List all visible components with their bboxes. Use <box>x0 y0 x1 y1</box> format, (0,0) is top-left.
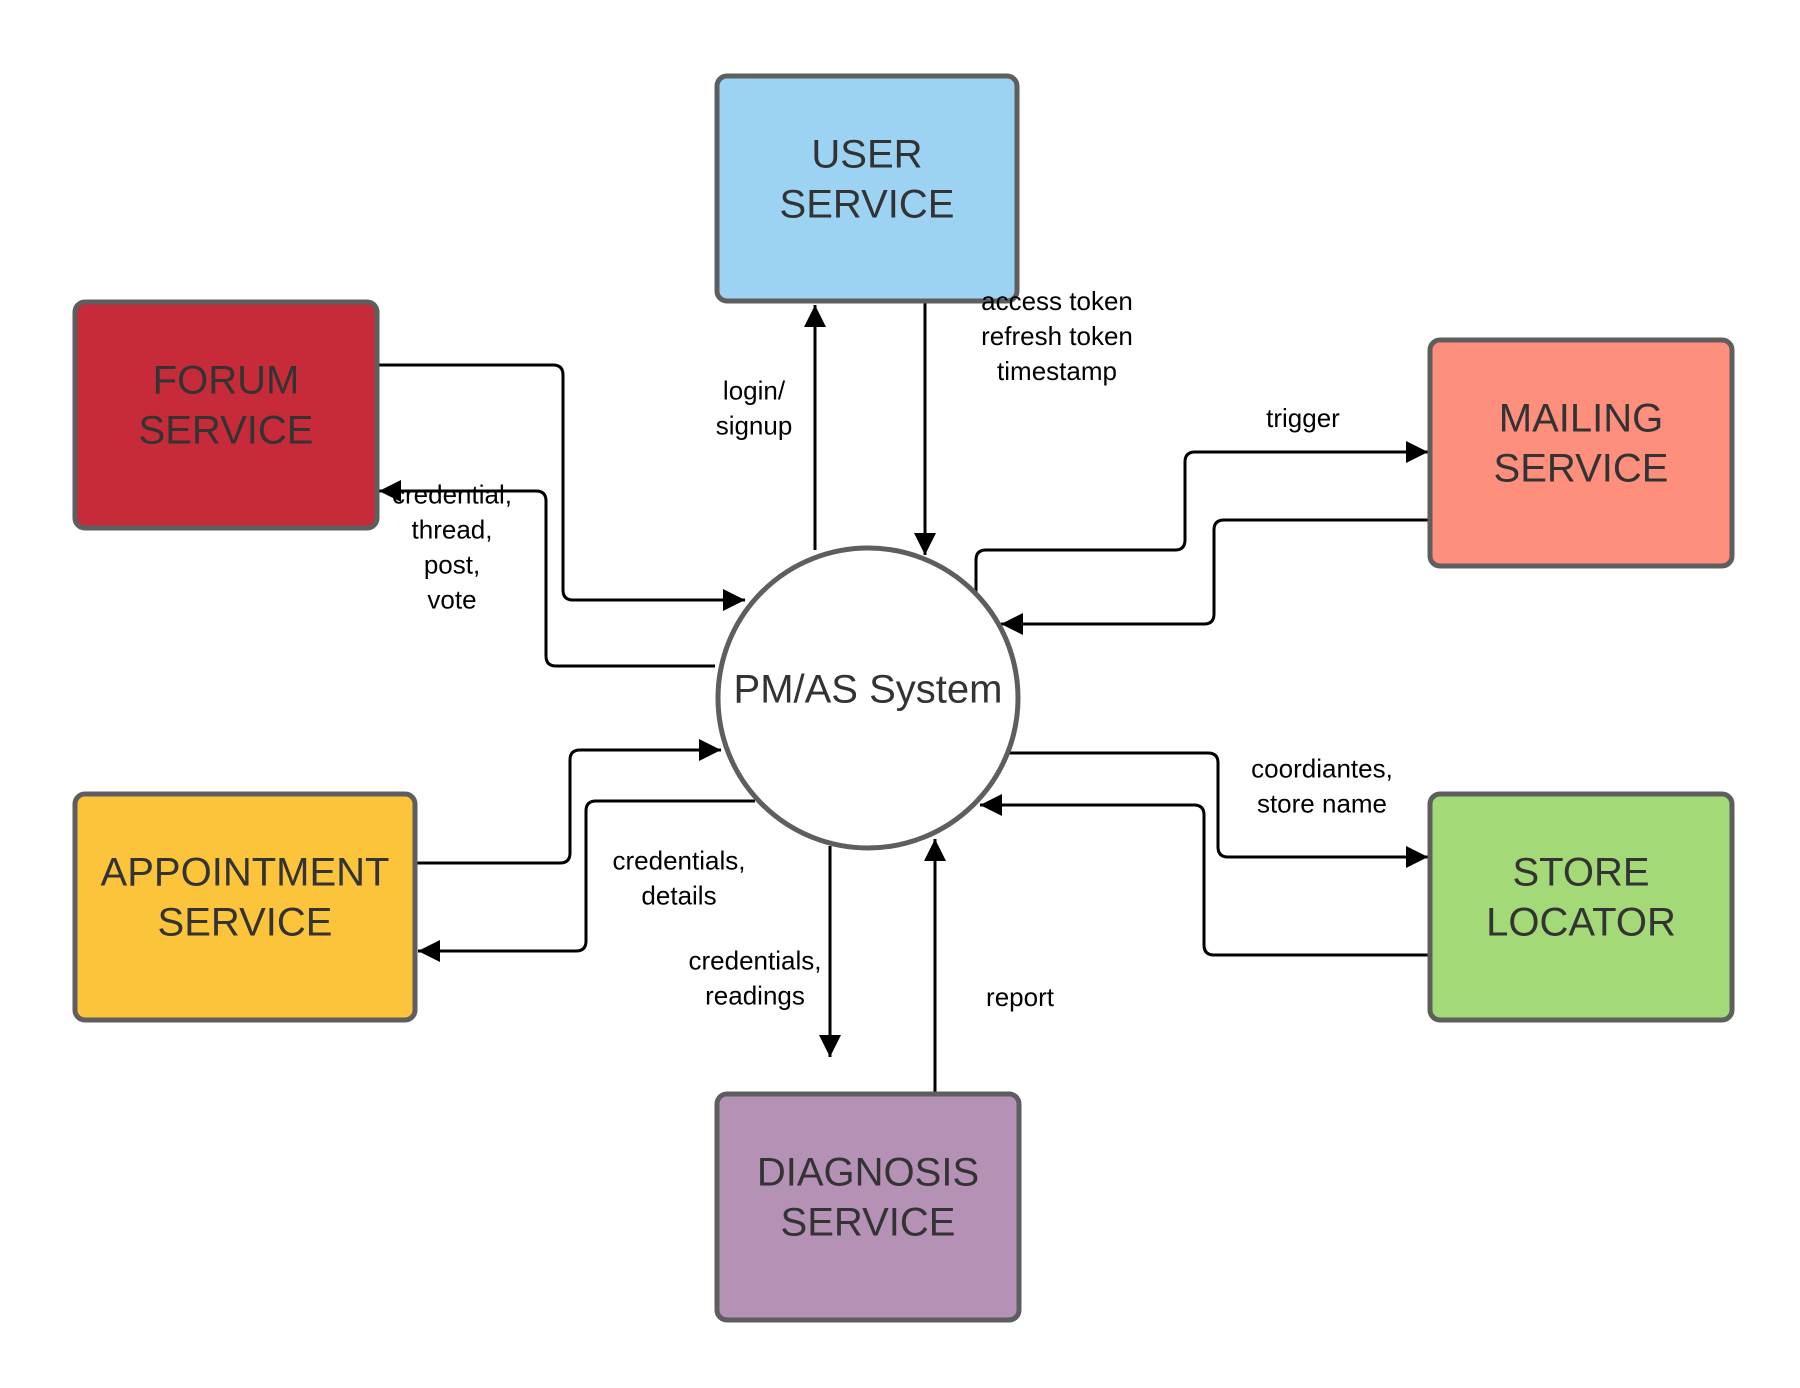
connector-system-to-mailing <box>974 441 1428 592</box>
node-user: USER SERVICE <box>714 73 1020 304</box>
edge-label-forum-line: thread, <box>412 514 493 544</box>
diagnosis-service-label-line2: SERVICE <box>781 1201 956 1245</box>
system-circle <box>715 545 1021 851</box>
edge-label-trigger-line: trigger <box>1266 403 1340 433</box>
node-diagnosis: DIAGNOSIS SERVICE <box>714 1091 1022 1323</box>
edge-label-store-line: store name <box>1257 788 1387 818</box>
edge-label-store: coordiantes, store name <box>1251 753 1393 818</box>
edge-label-store-line: coordiantes, <box>1251 753 1393 783</box>
forum-service-label-line2: SERVICE <box>139 409 314 453</box>
edge-label-login: login/signup <box>716 375 793 440</box>
edge-label-report-line: report <box>986 982 1055 1012</box>
diagnosis-service-label-line1: DIAGNOSIS <box>757 1151 979 1195</box>
user-service-label-line1: USER <box>811 133 922 177</box>
appointment-service-label-line2: SERVICE <box>158 901 333 945</box>
mailing-service-box <box>1427 337 1735 569</box>
connector-forum-to-system <box>376 363 745 611</box>
connector-store-to-system <box>980 794 1428 957</box>
mailing-service-label-line2: SERVICE <box>1494 447 1669 491</box>
connectors <box>376 303 1428 1092</box>
node-store: STORE LOCATOR <box>1427 791 1735 1023</box>
node-appointment: APPOINTMENT SERVICE <box>72 791 418 1023</box>
connector-mailing-to-system <box>1001 518 1428 635</box>
connector-system-to-forum <box>379 480 715 668</box>
user-service-box <box>714 73 1020 304</box>
edge-label-login-line: login/ <box>723 375 786 405</box>
store-locator-box <box>1427 791 1735 1023</box>
edge-labels: login/signup access token refresh token ti… <box>392 286 1393 1012</box>
node-mailing: MAILING SERVICE <box>1427 337 1735 569</box>
edge-label-tokens-line: timestamp <box>997 356 1117 386</box>
forum-service-label-line1: FORUM <box>153 359 300 403</box>
connector-appointment-to-system <box>415 739 721 865</box>
edge-label-tokens: access token refresh token timestamp <box>981 286 1133 386</box>
edge-label-readings-line: readings <box>705 980 805 1010</box>
edge-label-appointment-line: credentials, <box>613 845 746 875</box>
appointment-service-box <box>72 791 418 1023</box>
store-locator-label-line1: STORE <box>1512 851 1649 895</box>
user-service-label-line2: SERVICE <box>780 183 955 227</box>
node-center: PM/AS System <box>715 545 1021 851</box>
forum-service-box <box>72 299 380 531</box>
edge-label-forum-line: vote <box>427 584 476 614</box>
connector-system-to-appointment <box>418 799 755 962</box>
mailing-service-label-line1: MAILING <box>1499 397 1663 441</box>
connector-system-to-store <box>1008 751 1428 868</box>
edge-label-trigger: trigger <box>1266 403 1340 433</box>
edge-label-tokens-line: access token <box>981 286 1133 316</box>
store-locator-label-line2: LOCATOR <box>1486 901 1676 945</box>
node-forum: FORUM SERVICE <box>72 299 380 531</box>
edge-label-login-line: signup <box>716 410 793 440</box>
diagnosis-service-box <box>714 1091 1022 1323</box>
edge-label-appointment-line: details <box>641 880 716 910</box>
edge-label-tokens-line: refresh token <box>981 321 1133 351</box>
system-label: PM/AS System <box>734 668 1003 712</box>
edge-label-forum: credential, thread, post, vote <box>392 479 512 614</box>
edge-label-readings-line: credentials, <box>689 945 822 975</box>
edge-label-forum-line: credential, <box>392 479 512 509</box>
edge-label-appointment: credentials, details <box>613 845 746 910</box>
edge-label-readings: credentials, readings <box>689 945 822 1010</box>
edge-label-report: report <box>986 982 1055 1012</box>
appointment-service-label-line1: APPOINTMENT <box>101 851 390 895</box>
edge-label-forum-line: post, <box>424 549 480 579</box>
